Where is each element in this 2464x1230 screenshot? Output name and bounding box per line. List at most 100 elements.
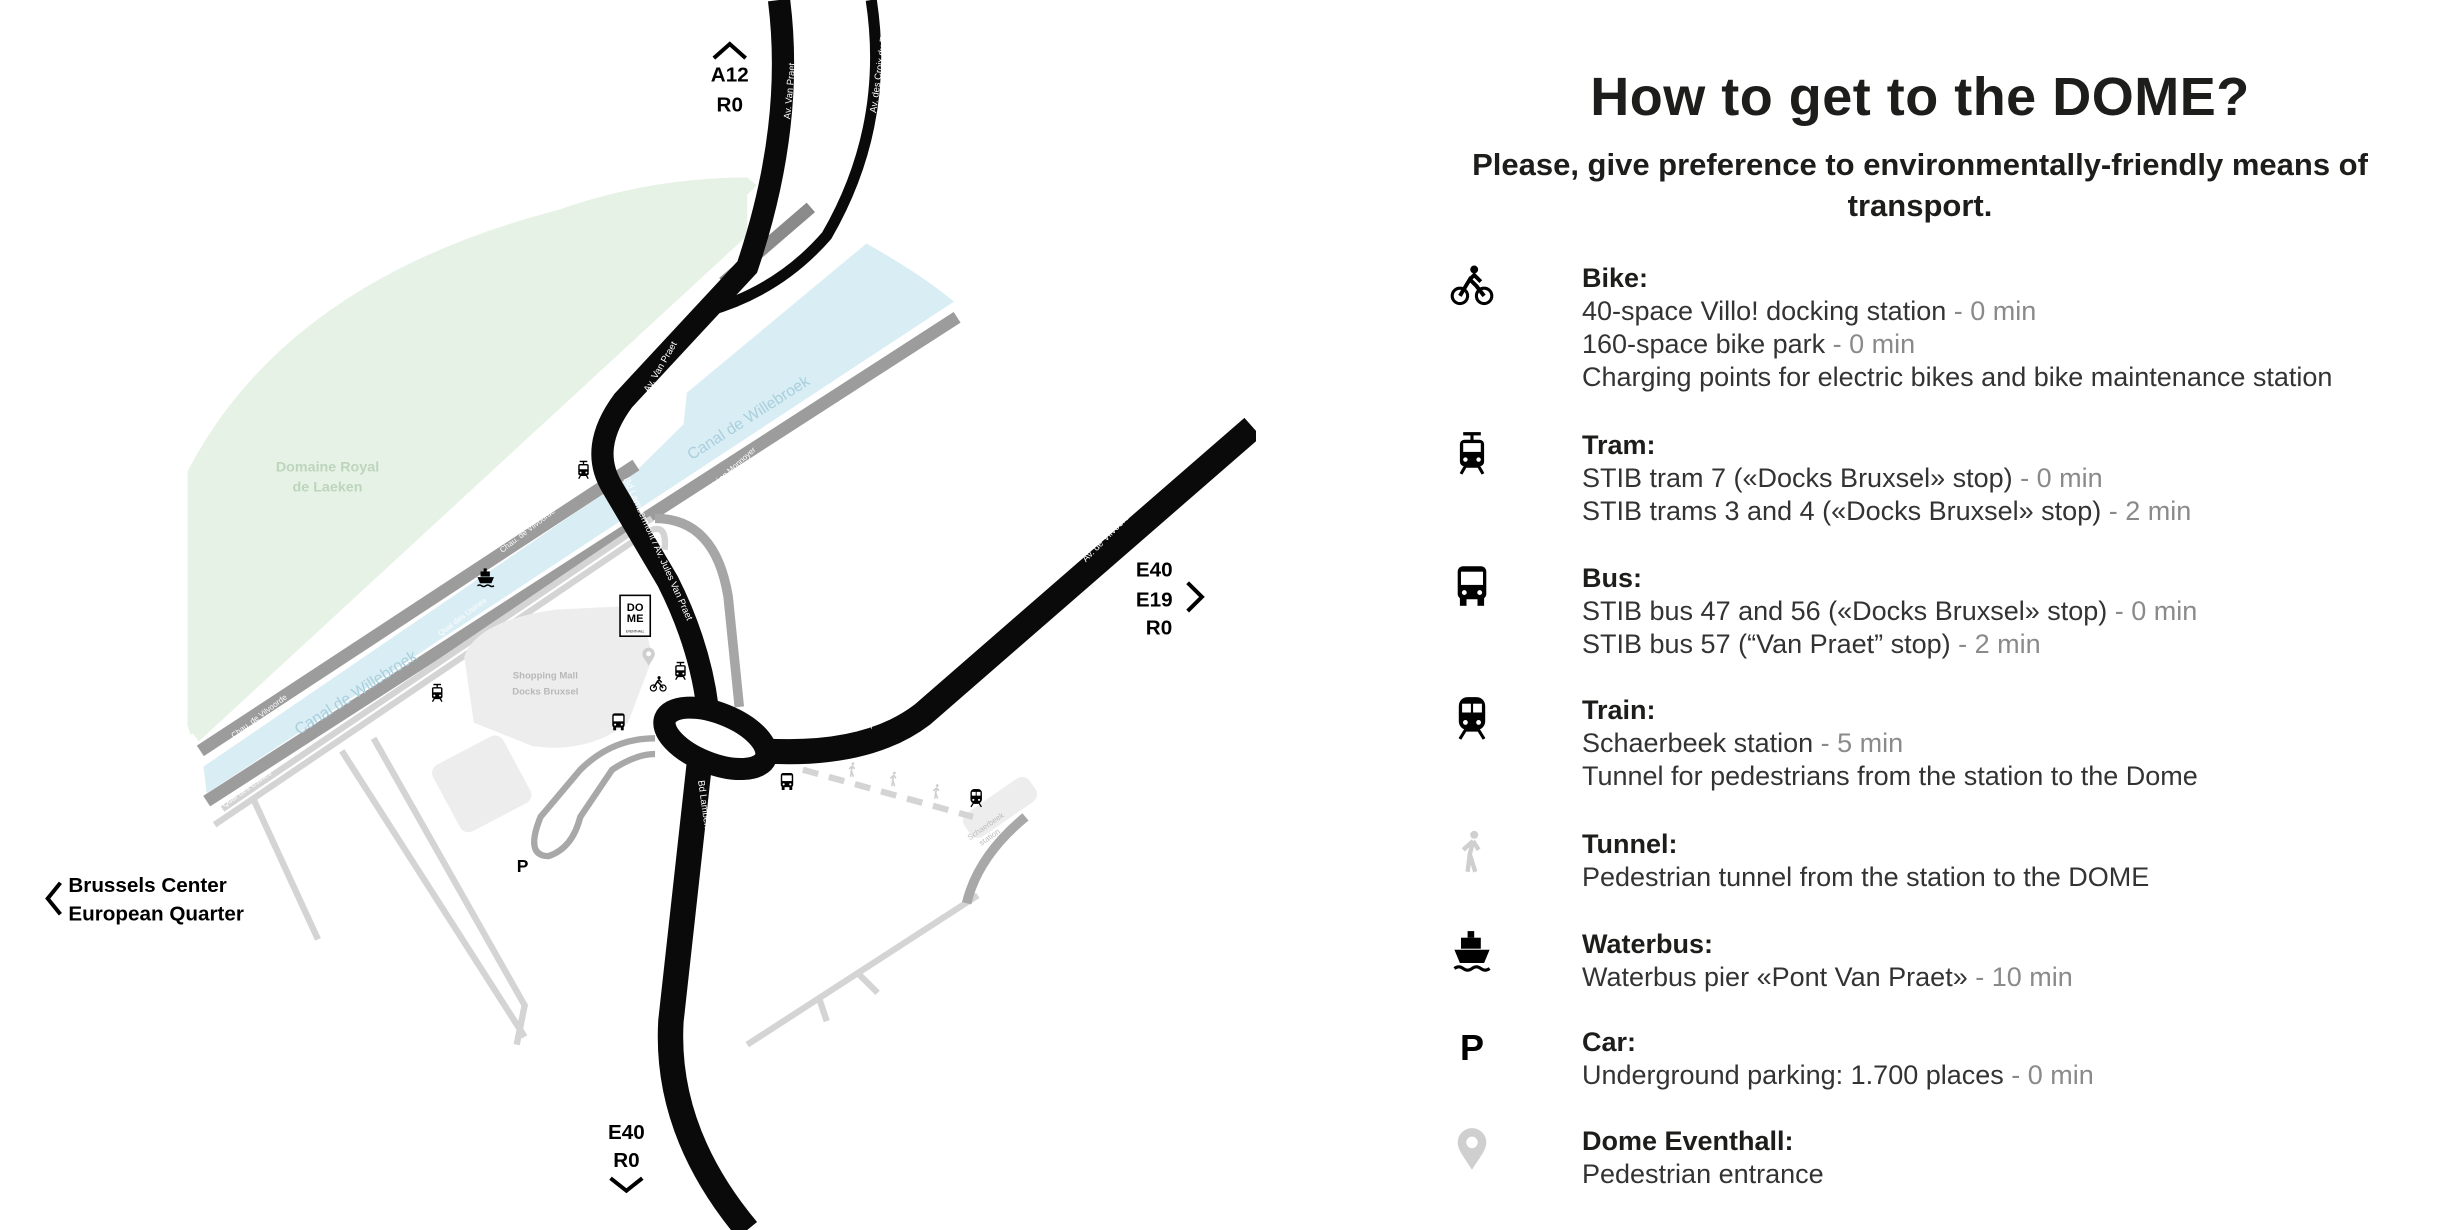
tram-icon[interactable] bbox=[674, 661, 687, 681]
direction-label: A12 bbox=[711, 64, 749, 87]
mall-label: Shopping Mall bbox=[513, 671, 578, 682]
item-line: Underground parking: 1.700 places - 0 mi… bbox=[1582, 1059, 2094, 1092]
pedestrian-icon bbox=[1450, 830, 1494, 874]
item-line: Pedestrian entrance bbox=[1582, 1158, 1824, 1191]
item-line: Tunnel for pedestrians from the station … bbox=[1582, 760, 2198, 793]
item-text: Charging points for electric bikes and b… bbox=[1582, 362, 2333, 392]
item-heading: Waterbus: bbox=[1582, 929, 1714, 959]
mall-label: Docks Bruxsel bbox=[512, 686, 578, 697]
item-line: Schaerbeek station - 5 min bbox=[1582, 727, 2198, 760]
travel-time: - 2 min bbox=[2108, 496, 2192, 526]
parking-block bbox=[432, 735, 532, 833]
travel-time: - 0 min bbox=[1832, 329, 1916, 359]
item-text: Underground parking: 1.700 places bbox=[1582, 1060, 2012, 1090]
direction-label: E40 bbox=[1136, 559, 1173, 582]
item-text: 40-space Villo! docking station bbox=[1582, 296, 1954, 326]
page-subtitle: Please, give preference to environmental… bbox=[1472, 147, 2368, 223]
item-line: STIB tram 7 («Docks Bruxsel» stop) - 0 m… bbox=[1582, 462, 2191, 495]
bike-icon bbox=[1450, 264, 1494, 306]
park-label: Domaine Royal bbox=[276, 459, 379, 475]
direction-label: E19 bbox=[1136, 588, 1173, 611]
roundabout bbox=[653, 696, 778, 781]
item-line: 160-space bike park - 0 min bbox=[1582, 328, 2332, 361]
road-ramp bbox=[531, 735, 656, 860]
page-title: How to get to the DOME? bbox=[1590, 67, 2250, 127]
directions-panel: How to get to the DOME? Please, give pre… bbox=[1400, 0, 2464, 1230]
road-av-van-praet bbox=[591, 0, 795, 709]
pedestrian-icon bbox=[848, 761, 856, 778]
pedestrian-tunnel-path bbox=[802, 766, 974, 820]
item-text: Waterbus pier «Pont Van Praet» bbox=[1582, 962, 1976, 992]
item-line: STIB trams 3 and 4 («Docks Bruxsel» stop… bbox=[1582, 495, 2191, 528]
travel-time: - 0 min bbox=[1953, 296, 2037, 326]
item-heading: Train: bbox=[1582, 695, 1656, 725]
direction-label: R0 bbox=[717, 94, 743, 117]
pedestrian-icon bbox=[889, 770, 897, 788]
street-label: Av. Van Praet bbox=[782, 62, 798, 120]
road-bd-lambermont-south bbox=[657, 760, 758, 1230]
waterbus-icon bbox=[1452, 930, 1492, 972]
parking-icon: P bbox=[1459, 1027, 1484, 1068]
direction-label: European Quarter bbox=[68, 903, 244, 926]
bus-icon bbox=[1457, 566, 1487, 606]
shopping-mall-block bbox=[464, 606, 652, 748]
chevron-up-icon bbox=[712, 41, 747, 60]
road-chau-de-vilvoorde bbox=[196, 459, 640, 757]
item-line: Pedestrian tunnel from the station to th… bbox=[1582, 861, 2149, 894]
svg-text:ME: ME bbox=[627, 613, 644, 625]
location-pin-icon bbox=[1457, 1128, 1487, 1170]
park-area bbox=[187, 177, 748, 742]
travel-time: - 0 min bbox=[2011, 1060, 2094, 1090]
item-line: STIB bus 57 (“Van Praet” stop) - 2 min bbox=[1582, 628, 2197, 661]
bike-icon[interactable] bbox=[649, 675, 667, 692]
road-av-de-vilvoorde bbox=[762, 417, 1256, 765]
travel-time: - 10 min bbox=[1975, 962, 2073, 992]
item-line: 40-space Villo! docking station - 0 min bbox=[1582, 295, 2332, 328]
item-heading: Bike: bbox=[1582, 263, 1649, 293]
item-heading: Car: bbox=[1582, 1027, 1637, 1057]
travel-time: - 5 min bbox=[1820, 728, 1904, 758]
item-text: STIB trams 3 and 4 («Docks Bruxsel» stop… bbox=[1582, 496, 2109, 526]
tram-icon bbox=[1458, 431, 1486, 475]
road-station bbox=[961, 813, 1029, 905]
item-line: STIB bus 47 and 56 («Docks Bruxsel» stop… bbox=[1582, 595, 2197, 628]
train-icon bbox=[1457, 696, 1487, 740]
direction-label: R0 bbox=[613, 1149, 639, 1172]
item-heading: Tunnel: bbox=[1582, 829, 1678, 859]
dome-logo[interactable]: DO ME EVENTHALL bbox=[619, 594, 652, 637]
travel-time: - 2 min bbox=[1958, 629, 2041, 659]
pedestrian-icon bbox=[932, 783, 940, 800]
travel-time: - 0 min bbox=[2114, 596, 2198, 626]
svg-text:DO: DO bbox=[627, 602, 644, 614]
travel-time: - 0 min bbox=[2020, 463, 2103, 493]
station-block bbox=[963, 777, 1038, 838]
direction-label: R0 bbox=[1146, 617, 1172, 640]
svg-text:EVENTHALL: EVENTHALL bbox=[626, 629, 645, 633]
item-text: STIB bus 57 (“Van Praet” stop) bbox=[1582, 629, 1959, 659]
item-text: Tunnel for pedestrians from the station … bbox=[1582, 761, 2198, 791]
chevron-down-icon bbox=[609, 1176, 644, 1194]
item-text: STIB bus 47 and 56 («Docks Bruxsel» stop… bbox=[1582, 596, 2115, 626]
item-heading: Dome Eventhall: bbox=[1582, 1126, 1794, 1156]
train-icon[interactable] bbox=[969, 788, 983, 808]
road-av-des-croix-du-feu bbox=[705, 0, 882, 317]
item-text: Schaerbeek station bbox=[1582, 728, 1821, 758]
item-text: 160-space bike park bbox=[1582, 329, 1833, 359]
item-text: Pedestrian entrance bbox=[1582, 1159, 1824, 1189]
main-roads bbox=[591, 0, 1256, 1230]
direction-label: Brussels Center bbox=[68, 874, 226, 897]
tram-icon[interactable] bbox=[431, 683, 444, 703]
item-heading: Bus: bbox=[1582, 563, 1642, 593]
bus-icon[interactable] bbox=[780, 773, 794, 790]
tram-icon[interactable] bbox=[577, 459, 590, 480]
area-map[interactable]: Av. Van Praet Av. des Croix du Feu Av. V… bbox=[0, 0, 1256, 1230]
direction-label: E40 bbox=[608, 1121, 645, 1144]
road-quai-leon-monnoyer bbox=[203, 312, 961, 807]
item-line: Charging points for electric bikes and b… bbox=[1582, 361, 2332, 394]
item-heading: Tram: bbox=[1582, 430, 1656, 460]
chevron-left-icon bbox=[45, 881, 62, 916]
item-line: Waterbus pier «Pont Van Praet» - 10 min bbox=[1582, 961, 2073, 994]
item-text: Pedestrian tunnel from the station to th… bbox=[1582, 862, 2150, 892]
parking-label: P bbox=[517, 856, 529, 876]
road-ramp-east bbox=[654, 513, 745, 708]
